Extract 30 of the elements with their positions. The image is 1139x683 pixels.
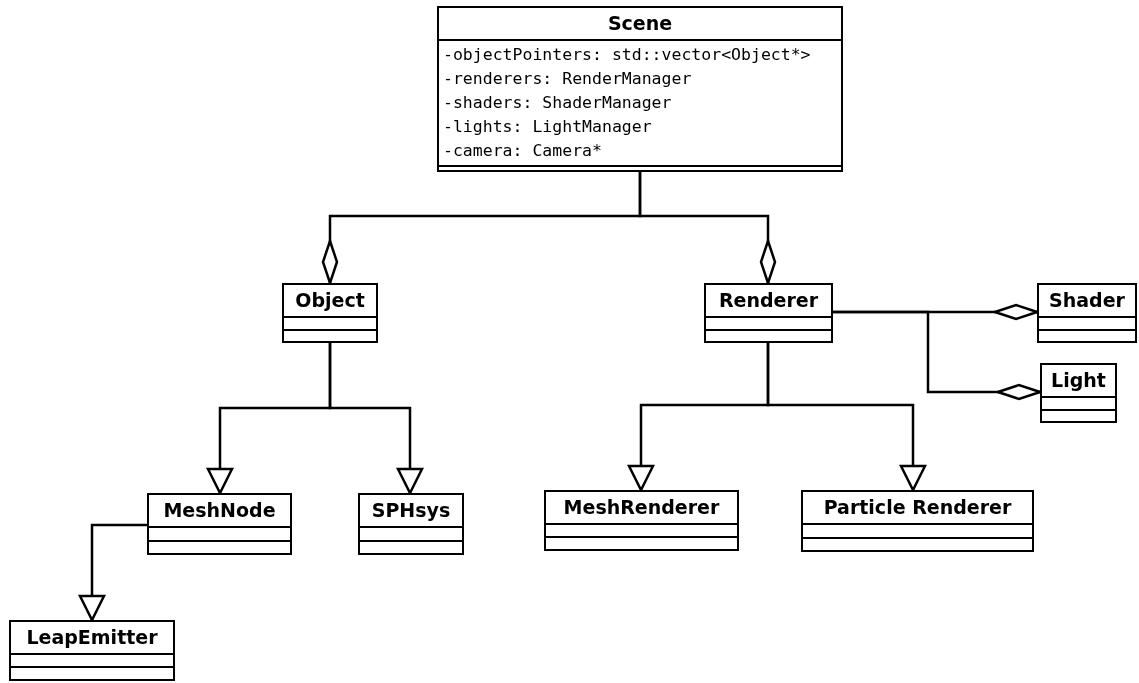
class-name: Renderer (717, 288, 820, 313)
class-box (544, 490, 739, 551)
class-box (9, 620, 175, 681)
class-box (801, 490, 1034, 552)
attribute: -renderers: RenderManager (443, 68, 693, 90)
aggregation-connector (833, 310, 1042, 401)
aggregation-connector (638, 172, 777, 285)
inheritance-arrow (78, 523, 147, 622)
class-name: MeshRenderer (562, 495, 721, 520)
class-name: SPHsys (370, 498, 452, 523)
class-name: Object (294, 288, 366, 313)
attribute: -shaders: ShaderManager (443, 92, 673, 114)
class-box (704, 283, 833, 343)
class-name: MeshNode (162, 498, 277, 523)
class-box (282, 283, 378, 343)
attribute: -camera: Camera* (443, 140, 603, 162)
class-box (358, 493, 464, 555)
class-name: Scene (606, 11, 674, 36)
class-name: Particle Renderer (822, 495, 1013, 520)
attribute: -lights: LightManager (443, 116, 653, 138)
inheritance-arrow (328, 343, 424, 495)
class-name: Light (1050, 368, 1107, 393)
attribute: -objectPointers: std::vector<Object*> (443, 44, 812, 66)
class-box (147, 493, 292, 555)
class-name: Shader (1048, 288, 1126, 313)
class-box (1037, 283, 1137, 343)
inheritance-arrow (766, 343, 927, 492)
class-box (437, 6, 843, 172)
class-name: LeapEmitter (25, 625, 159, 650)
class-box (1040, 363, 1117, 423)
